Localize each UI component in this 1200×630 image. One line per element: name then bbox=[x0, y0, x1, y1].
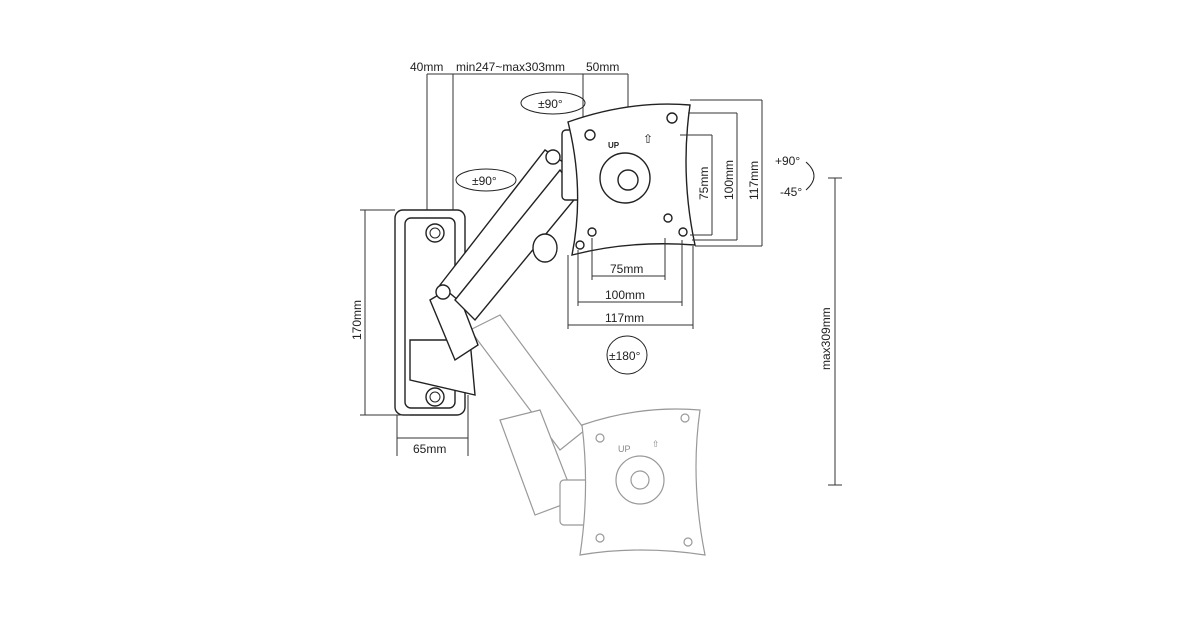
lower-plate-up-label: UP bbox=[618, 444, 631, 454]
vesa-v-117: 117mm bbox=[747, 161, 761, 200]
vesa-h-75: 75mm bbox=[610, 262, 643, 276]
lower-arm-position: UP ⇧ bbox=[469, 314, 706, 556]
lower-up-arrow-icon: ⇧ bbox=[652, 439, 660, 449]
tilt-up-label: +90° bbox=[775, 154, 800, 168]
tilt-down-label: -45° bbox=[780, 185, 802, 199]
vesa-h-117: 117mm bbox=[605, 311, 644, 325]
wall-plate-width: 65mm bbox=[413, 442, 446, 456]
wall-plate-dimensions: 170mm 65mm bbox=[350, 209, 469, 456]
swivel-arm-indicator: ±90° bbox=[455, 168, 517, 192]
plate-up-label: UP bbox=[608, 141, 620, 150]
swivel-arm-label: ±90° bbox=[472, 174, 497, 188]
rotation-indicator: ±180° bbox=[606, 335, 648, 375]
swivel-top-label: ±90° bbox=[538, 97, 563, 111]
tilt-indicator: +90° -45° bbox=[775, 154, 815, 199]
wall-plate-height: 170mm bbox=[350, 300, 364, 340]
vesa-v-100: 100mm bbox=[722, 160, 736, 200]
height-range-dimension: max309mm bbox=[819, 177, 842, 486]
vesa-horizontal-dimensions: 75mm 100mm 117mm bbox=[567, 238, 694, 329]
gas-spring-arm bbox=[429, 129, 585, 362]
dim-40mm: 40mm bbox=[410, 60, 443, 74]
vesa-h-100: 100mm bbox=[605, 288, 645, 302]
wall-plate bbox=[394, 209, 476, 416]
vesa-plate: UP ⇧ bbox=[567, 103, 696, 256]
dim-50mm: 50mm bbox=[586, 60, 619, 74]
rotate-label: ±180° bbox=[609, 349, 641, 363]
swivel-top-indicator: ±90° bbox=[520, 91, 586, 115]
vesa-v-75: 75mm bbox=[697, 167, 711, 200]
up-arrow-icon: ⇧ bbox=[643, 132, 653, 146]
dim-arm-length: min247~max303mm bbox=[456, 60, 565, 74]
vesa-vertical-dimensions: 75mm 100mm 117mm bbox=[680, 99, 763, 247]
max-height-label: max309mm bbox=[819, 307, 833, 370]
